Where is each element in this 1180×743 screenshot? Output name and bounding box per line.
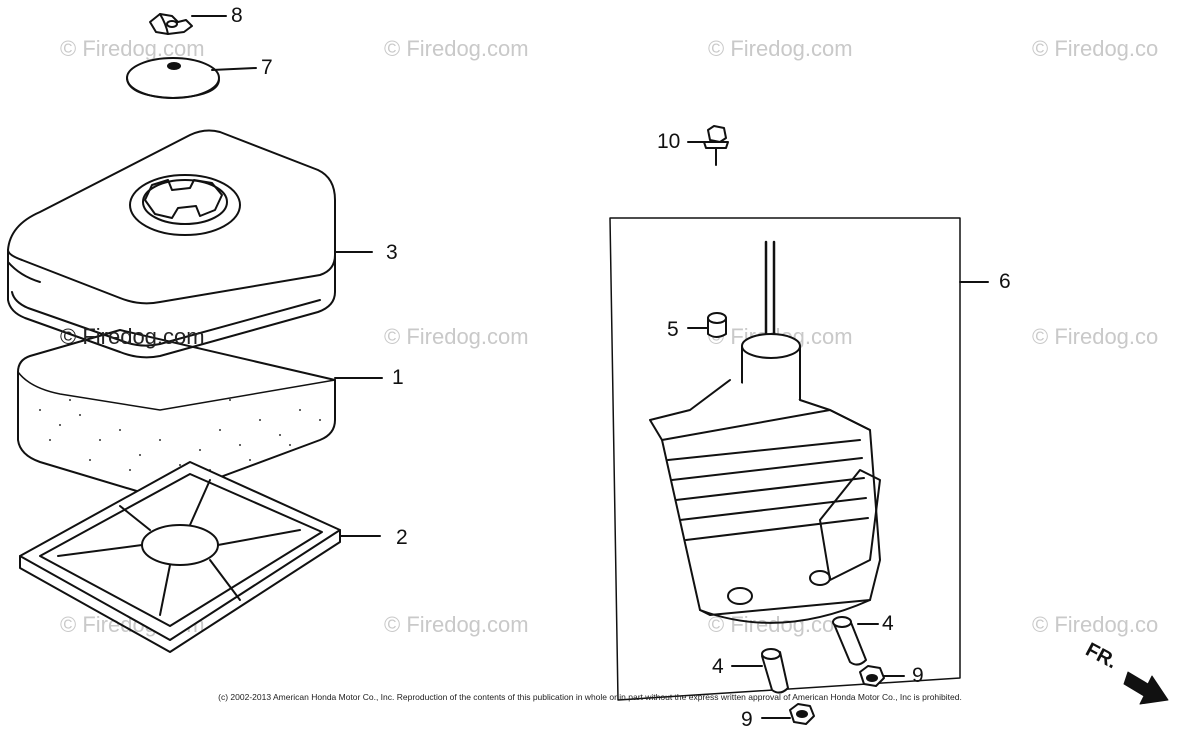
part-4-pin — [731, 648, 789, 694]
part-9-nut — [761, 703, 815, 725]
callout-5: 5 — [667, 318, 679, 341]
watermark: © Firedog.com — [384, 612, 529, 637]
callout-4: 4 — [882, 612, 894, 635]
front-direction-arrow — [1123, 671, 1169, 705]
callout-7: 7 — [261, 56, 273, 79]
part-1-element — [17, 329, 383, 496]
watermark: © Firedog.com — [384, 324, 529, 349]
part-2-base — [19, 461, 381, 653]
watermark: © Firedog.co — [1032, 612, 1159, 637]
part-9-nut — [859, 665, 905, 687]
callout-6: 6 — [999, 270, 1011, 293]
part-6-frame — [609, 217, 989, 701]
copyright-notice: (c) 2002-2013 American Honda Motor Co., … — [218, 692, 962, 702]
callout-1: 1 — [392, 366, 404, 389]
watermark: © Firedog.com — [708, 612, 853, 637]
part-6-case — [649, 240, 881, 624]
part-8-wing-nut — [149, 13, 227, 35]
watermark: © Firedog.co — [1032, 36, 1159, 61]
callout-3: 3 — [386, 241, 398, 264]
callout-10: 10 — [657, 130, 681, 153]
part-5-collar — [687, 312, 727, 338]
part-7-plate — [126, 57, 257, 99]
watermark: © Firedog.com — [60, 36, 205, 61]
callout-9: 9 — [912, 664, 924, 687]
callout-4: 4 — [712, 655, 724, 678]
watermark: © Firedog.com — [60, 324, 205, 349]
callout-8: 8 — [231, 4, 243, 27]
part-10-bolt — [687, 125, 729, 166]
callout-9: 9 — [741, 708, 753, 731]
part-3-cover — [7, 129, 373, 359]
watermark: © Firedog.co — [1032, 324, 1159, 349]
callout-2: 2 — [396, 526, 408, 549]
watermark: © Firedog.com — [384, 36, 529, 61]
watermark: © Firedog.com — [708, 36, 853, 61]
part-4-pin — [832, 616, 879, 666]
